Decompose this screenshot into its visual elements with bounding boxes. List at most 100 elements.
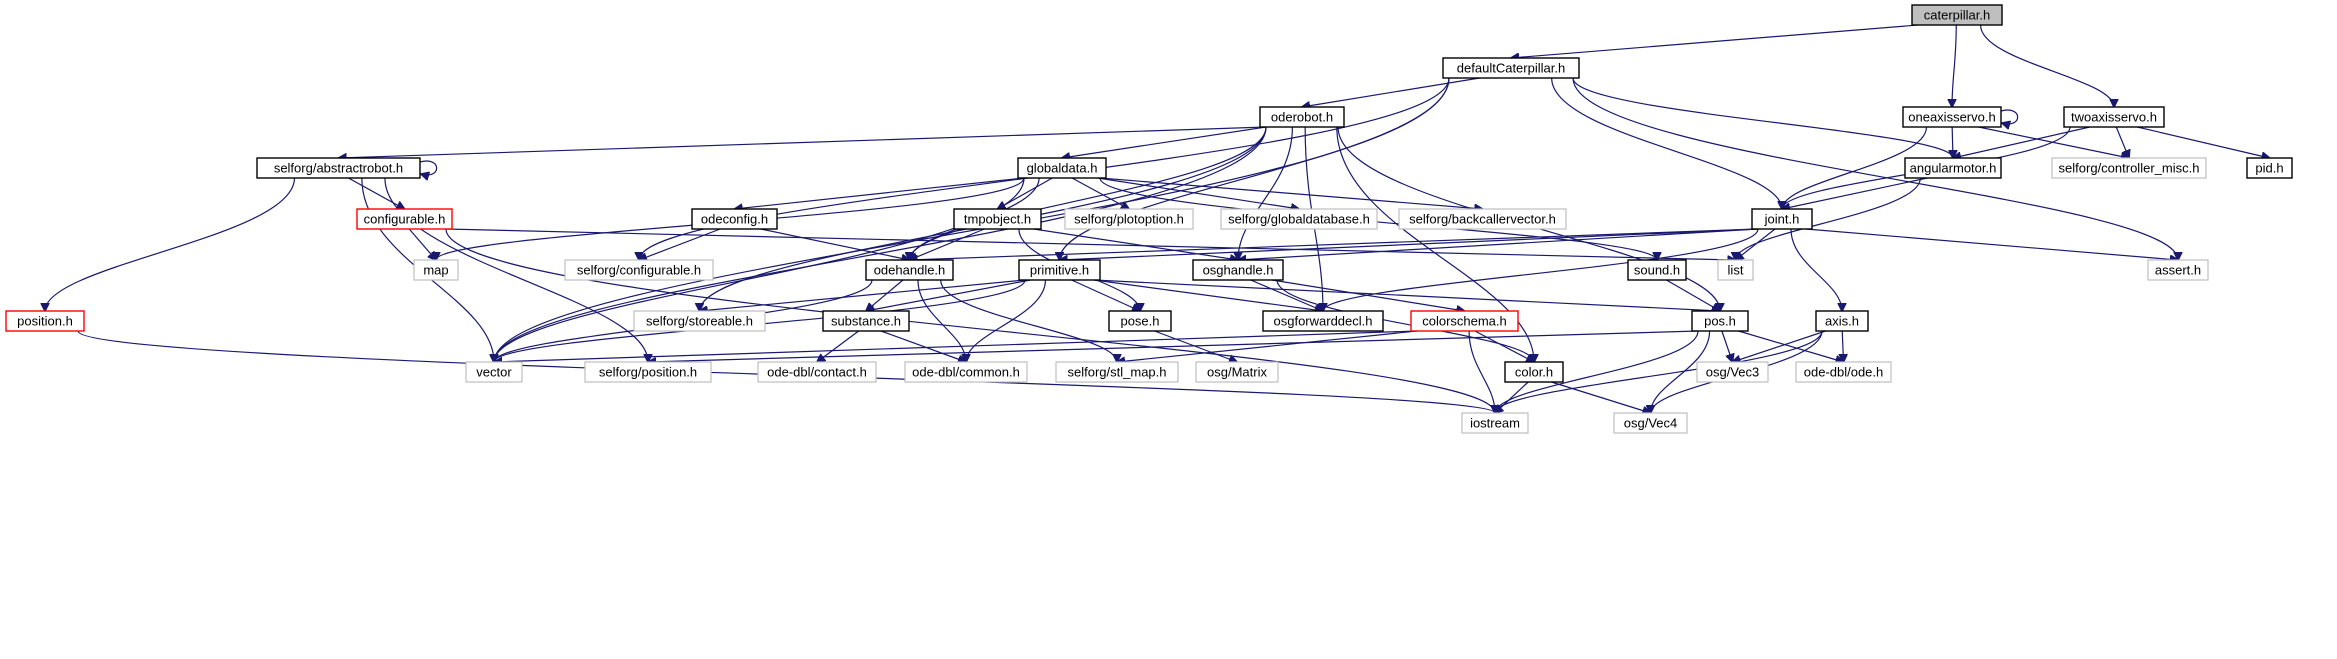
node-globaldata-h[interactable]: globaldata.h (1017, 157, 1107, 179)
edge-colorschema-h-to-vector (494, 330, 1418, 362)
node-box (2051, 157, 2207, 179)
edge-angularmotor-h-to-list (1736, 177, 1921, 260)
node-box (1410, 310, 1519, 332)
node-box (822, 310, 910, 332)
node-box (1902, 106, 2002, 128)
node-label: configurable.h (364, 212, 446, 227)
node-label: osgforwarddecl.h (1274, 314, 1373, 329)
node-box (1815, 310, 1869, 332)
node-box (356, 208, 453, 230)
node-selforg-stl-map-h: selforg/stl_map.h (1055, 361, 1179, 383)
edge-odeconfig-h-to-selforg-configurable-h (639, 228, 721, 260)
node-box (757, 361, 877, 383)
node-label: ode-dbl/common.h (912, 365, 1020, 380)
node-list: list (1717, 259, 1754, 281)
node-tmpobject-h[interactable]: tmpobject.h (953, 208, 1042, 230)
node-caterpillar-h[interactable]: caterpillar.h (1911, 4, 2003, 26)
node-label: color.h (1515, 365, 1553, 380)
edge-primitive-h-to-pose-h (1071, 279, 1140, 311)
node-label: pose.h (1120, 314, 1159, 329)
edge-oneaxisservo-h-to-oneaxisservo-h (2001, 109, 2019, 124)
node-label: selforg/storeable.h (646, 314, 753, 329)
edge-osghandle-h-to-colorschema-h (1271, 279, 1465, 311)
node-box (1904, 157, 2002, 179)
node-label: oneaxisservo.h (1908, 110, 1995, 125)
edge-globaldata-h-to-sound-h (1099, 177, 1657, 260)
node-osg-Vec3: osg/Vec3 (1696, 361, 1769, 383)
node-configurable-h[interactable]: configurable.h (356, 208, 453, 230)
edge-axis-h-to-ode-dbl-ode-h (1842, 330, 1843, 362)
node-odeconfig-h[interactable]: odeconfig.h (691, 208, 778, 230)
node-box (1461, 412, 1529, 434)
edge-pos-h-to-osg-Vec4 (1651, 330, 1711, 413)
node-box (1220, 208, 1378, 230)
node-label: selforg/stl_map.h (1068, 365, 1167, 380)
node-pid-h[interactable]: pid.h (2246, 157, 2293, 179)
node-box (2063, 106, 2165, 128)
node-color-h[interactable]: color.h (1504, 361, 1564, 383)
edge-pose-h-to-osg-Matrix (1154, 330, 1237, 362)
node-label: twoaxisservo.h (2071, 110, 2157, 125)
node-substance-h[interactable]: substance.h (822, 310, 910, 332)
node-box (1195, 361, 1279, 383)
node-box (1795, 361, 1892, 383)
node-position-h[interactable]: position.h (5, 310, 85, 332)
node-sound-h[interactable]: sound.h (1627, 259, 1687, 281)
edge-joint-h-to-list (1736, 228, 1776, 260)
node-label: selforg/backcallervector.h (1409, 212, 1556, 227)
edge-defaultCaterpillar-h-to-assert-h (1572, 77, 2178, 260)
edge-colorschema-h-to-color-h (1474, 330, 1534, 362)
edge-sound-h-to-pos-h (1666, 279, 1720, 311)
node-box (1696, 361, 1769, 383)
node-label: selforg/plotoption.h (1074, 212, 1184, 227)
node-pose-h[interactable]: pose.h (1108, 310, 1172, 332)
node-box (1691, 310, 1749, 332)
node-colorschema-h[interactable]: colorschema.h (1410, 310, 1519, 332)
node-odehandle-h[interactable]: odehandle.h (865, 259, 954, 281)
edge-caterpillar-h-to-twoaxisservo-h (1979, 24, 2114, 107)
edge-pos-h-to-iostream (1495, 330, 1699, 413)
node-selforg-position-h: selforg/position.h (584, 361, 712, 383)
node-box (1017, 157, 1107, 179)
edge-twoaxisservo-h-to-pid-h (2137, 126, 2269, 158)
node-box (5, 310, 85, 332)
node-axis-h[interactable]: axis.h (1815, 310, 1869, 332)
node-box (904, 361, 1028, 383)
node-selforg-globaldatabase-h: selforg/globaldatabase.h (1220, 208, 1378, 230)
node-ode-dbl-contact-h: ode-dbl/contact.h (757, 361, 877, 383)
node-oderobot-h[interactable]: oderobot.h (1259, 106, 1345, 128)
edge-globaldata-h-to-selforg-plotoption-h (1071, 177, 1129, 209)
edge-joint-h-to-osghandle-h (1238, 228, 1759, 260)
node-osghandle-h[interactable]: osghandle.h (1192, 259, 1284, 281)
node-label: vector (476, 365, 512, 380)
node-box (413, 259, 459, 281)
edge-joint-h-to-assert-h (1805, 228, 2178, 260)
node-osgforwarddecl-h[interactable]: osgforwarddecl.h (1262, 310, 1384, 332)
node-box (953, 208, 1042, 230)
edge-primitive-h-to-pos-h (1093, 279, 1720, 311)
node-selforg-abstractrobot-h[interactable]: selforg/abstractrobot.h (256, 157, 421, 179)
node-label: selforg/globaldatabase.h (1228, 212, 1370, 227)
node-box (256, 157, 421, 179)
node-label: pid.h (2255, 161, 2283, 176)
edge-defaultCaterpillar-h-to-primitive-h (1060, 77, 1450, 260)
node-label: colorschema.h (1422, 314, 1507, 329)
edge-twoaxisservo-h-to-angularmotor-h (1953, 126, 2090, 158)
node-primitive-h[interactable]: primitive.h (1018, 259, 1101, 281)
node-angularmotor-h[interactable]: angularmotor.h (1904, 157, 2002, 179)
node-twoaxisservo-h[interactable]: twoaxisservo.h (2063, 106, 2165, 128)
nodes-layer: caterpillar.h defaultCaterpillar.h oderobo… (5, 4, 2293, 434)
node-pos-h[interactable]: pos.h (1691, 310, 1749, 332)
node-box (1108, 310, 1172, 332)
node-box (1504, 361, 1564, 383)
edge-substance-h-to-ode-dbl-common-h (880, 330, 966, 362)
node-box (564, 259, 714, 281)
node-joint-h[interactable]: joint.h (1751, 208, 1813, 230)
node-selforg-storeable-h: selforg/storeable.h (633, 310, 766, 332)
node-label: selforg/configurable.h (577, 263, 701, 278)
edge-joint-h-to-primitive-h (1060, 228, 1759, 260)
node-label: substance.h (831, 314, 901, 329)
node-defaultCaterpillar-h[interactable]: defaultCaterpillar.h (1442, 57, 1580, 79)
node-box (1064, 208, 1194, 230)
node-oneaxisservo-h[interactable]: oneaxisservo.h (1902, 106, 2002, 128)
